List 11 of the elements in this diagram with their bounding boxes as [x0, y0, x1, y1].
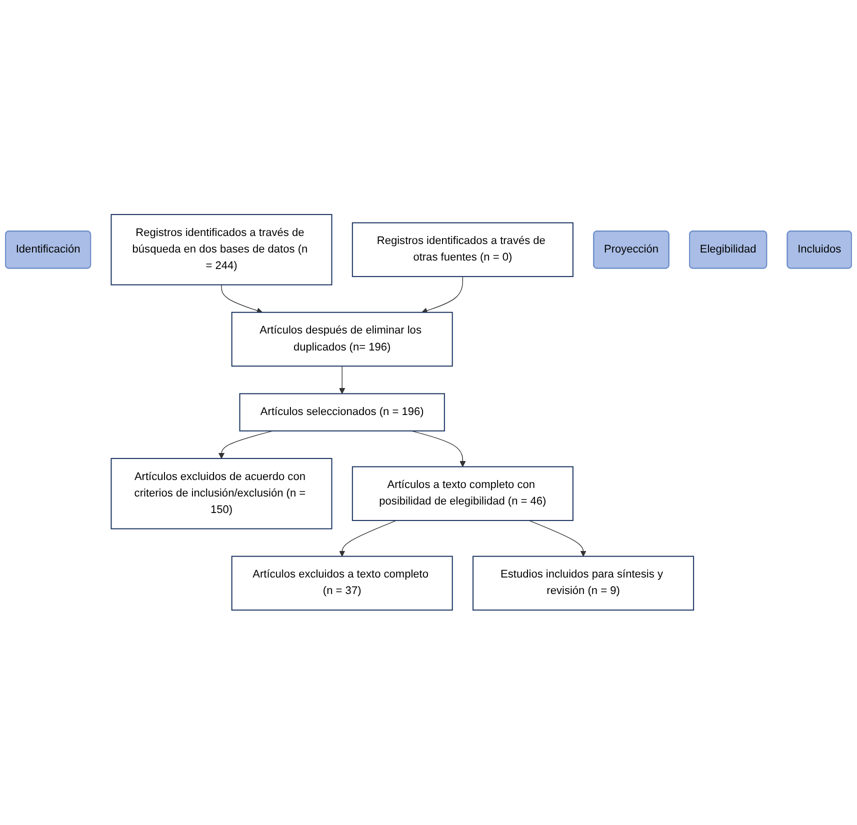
arrow [339, 366, 346, 394]
node-box: Artículos después de eliminar los duplicados (n= 196) [231, 312, 453, 367]
node-box: Artículos excluidos a texto completo (n = 37) [231, 556, 453, 611]
node-box: Registros identificados a través de otras fuentes (n = 0) [352, 222, 574, 278]
node-box: Artículos a texto completo con posibilidad de elegibilidad (n = 46) [352, 466, 574, 522]
arrow [422, 276, 464, 314]
node-box: Estudios incluidos para síntesis y revisión (n = 9) [472, 556, 694, 611]
node-box: Artículos excluidos de acuerdo con criterios de inclusión/exclusión (n = 150) [110, 458, 332, 530]
arrow [221, 284, 263, 314]
node-box: Artículos seleccionados (n = 196) [239, 393, 445, 432]
node-box: Registros identificados a través de búsqueda en dos bases de datos (n = 244) [110, 214, 332, 286]
